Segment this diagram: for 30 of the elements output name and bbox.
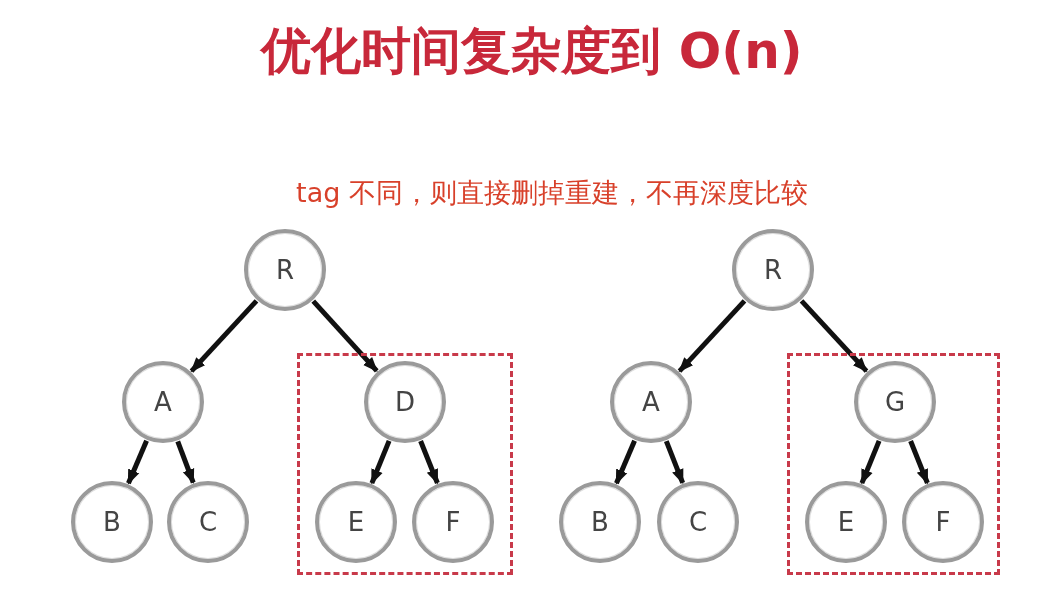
arrow <box>614 439 637 485</box>
dashed-frame <box>297 353 513 575</box>
arrow <box>311 299 379 373</box>
tree-node-circle: E <box>315 481 397 563</box>
tree-node-circle: B <box>559 481 641 563</box>
tree-node-circle: E <box>805 481 887 563</box>
note-text: tag 不同，则直接删掉重建，不再深度比较 <box>296 177 808 208</box>
tree-node-circle: D <box>364 361 446 443</box>
arrow <box>799 299 869 373</box>
arrow <box>369 439 392 485</box>
title: 优化时间复杂度到 O(n) <box>259 21 804 82</box>
tree-node-circle: G <box>854 361 936 443</box>
arrow <box>126 439 149 485</box>
arrow <box>418 440 440 485</box>
arrow <box>908 440 930 485</box>
tree-node-circle: F <box>902 481 984 563</box>
arrow <box>175 440 196 485</box>
arrow <box>677 299 747 373</box>
arrow <box>664 440 685 485</box>
tree-node-circle: R <box>244 229 326 311</box>
tree-node-circle: C <box>167 481 249 563</box>
tree-node-circle: F <box>412 481 494 563</box>
dashed-frame <box>787 353 1000 575</box>
arrow <box>189 299 259 373</box>
tree-node-circle: B <box>71 481 153 563</box>
tree-node-circle: A <box>610 361 692 443</box>
tree-node-circle: C <box>657 481 739 563</box>
tree-node-circle: A <box>122 361 204 443</box>
tree-node-circle: R <box>732 229 814 311</box>
arrow <box>859 439 882 485</box>
